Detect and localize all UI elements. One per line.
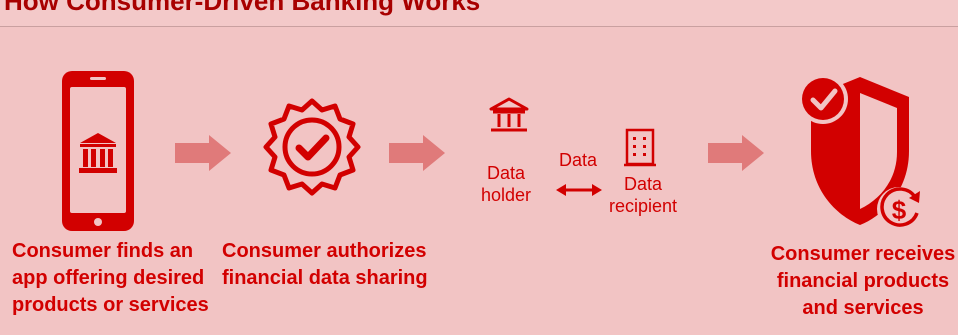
bank-building-icon <box>489 97 529 132</box>
smartphone-bank-icon <box>62 71 134 231</box>
step-1-label: Consumer finds an app offering desired p… <box>12 240 209 316</box>
flow-arrow-3 <box>708 135 764 171</box>
step-2-label: Consumer authorizes financial data shari… <box>222 240 428 289</box>
data-recipient-label: Data recipient <box>608 174 678 216</box>
diagram-title: How Consumer-Driven Banking Works <box>4 0 481 16</box>
svg-text:$: $ <box>892 195 907 225</box>
data-holder-label: Data holder <box>480 163 532 205</box>
verified-badge-icon <box>263 98 361 196</box>
header-bar: How Consumer-Driven Banking Works <box>0 0 958 27</box>
flow-arrow-2 <box>389 135 445 171</box>
step-4-label: Consumer receives financial products and… <box>770 243 956 319</box>
data-exchange-label: Data <box>558 150 598 170</box>
office-building-icon <box>624 128 656 167</box>
shield-check-dollar-icon: $ <box>798 74 921 231</box>
diagram-panel: Consumer finds an app offering desired p… <box>0 27 958 335</box>
flow-arrow-1 <box>175 135 231 171</box>
two-way-arrow-icon <box>556 184 602 196</box>
